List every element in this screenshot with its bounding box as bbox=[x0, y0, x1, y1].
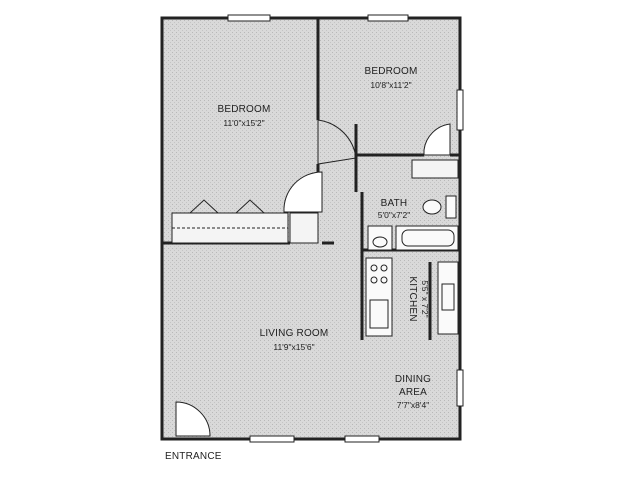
dims-bath: 5'0"x7'2" bbox=[378, 210, 410, 220]
label-bedroom-right: BEDROOM bbox=[364, 66, 417, 77]
dims-bedroom-left: 11'0"x15'2" bbox=[223, 118, 264, 128]
bath-fixtures bbox=[367, 195, 459, 251]
dims-living-room: 11'9"x15'6" bbox=[273, 342, 314, 352]
kitchen-fixtures bbox=[365, 257, 459, 337]
closet-doors bbox=[172, 199, 288, 229]
label-dining-area: AREA bbox=[399, 387, 427, 398]
dims-kitchen: 5'5" x 7'2" bbox=[420, 280, 430, 317]
label-bath: BATH bbox=[381, 198, 408, 209]
dims-dining: 7'7"x8'4" bbox=[397, 400, 429, 410]
label-living-room: LIVING ROOM bbox=[260, 328, 329, 339]
doors bbox=[175, 119, 451, 437]
entrance-label: ENTRANCE bbox=[165, 451, 222, 462]
windows bbox=[227, 14, 464, 443]
outer-walls bbox=[160, 16, 462, 441]
dims-bedroom-right: 10'8"x11'2" bbox=[370, 80, 411, 90]
label-dining: DINING bbox=[395, 374, 431, 385]
label-bedroom-left: BEDROOM bbox=[217, 104, 270, 115]
label-kitchen: KITCHEN bbox=[407, 276, 418, 321]
